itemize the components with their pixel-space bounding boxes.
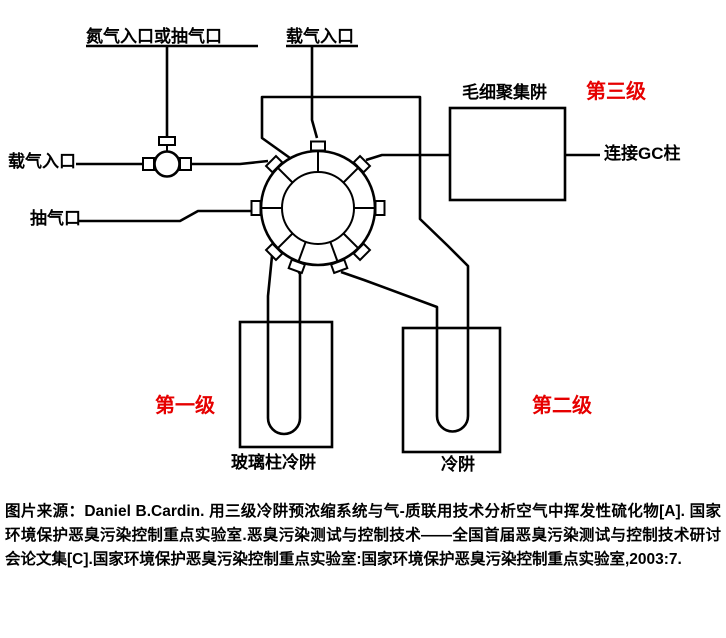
carrier-inlet-top-label: 载气入口: [286, 27, 354, 46]
stage-one-label: 第一级: [155, 395, 215, 417]
capillary-trap-label: 毛细聚集阱: [462, 83, 547, 102]
cold-trap-label: 冷阱: [441, 455, 475, 474]
image-source-caption: 图片来源：Daniel B.Cardin. 用三级冷阱预浓缩系统与气-质联用技术…: [5, 503, 721, 569]
stage-three-label: 第三级: [586, 81, 646, 103]
rotary-valve: [250, 140, 386, 275]
stage-two-label: 第二级: [532, 395, 592, 417]
cold-trap-box: [401, 326, 502, 454]
carrier-inlet-left-label: 载气入口: [8, 152, 76, 171]
glass-trap-box: [238, 320, 334, 449]
diagram-canvas: [76, 44, 600, 454]
three-way-valve: [142, 136, 192, 178]
pump-port-label: 抽气口: [30, 209, 81, 228]
gc-column-label: 连接GC柱: [604, 144, 681, 163]
capillary-trap-box: [448, 106, 567, 202]
glass-column-trap-label: 玻璃柱冷阱: [231, 453, 316, 472]
nitrogen-inlet-label: 氮气入口或抽气口: [86, 27, 222, 46]
